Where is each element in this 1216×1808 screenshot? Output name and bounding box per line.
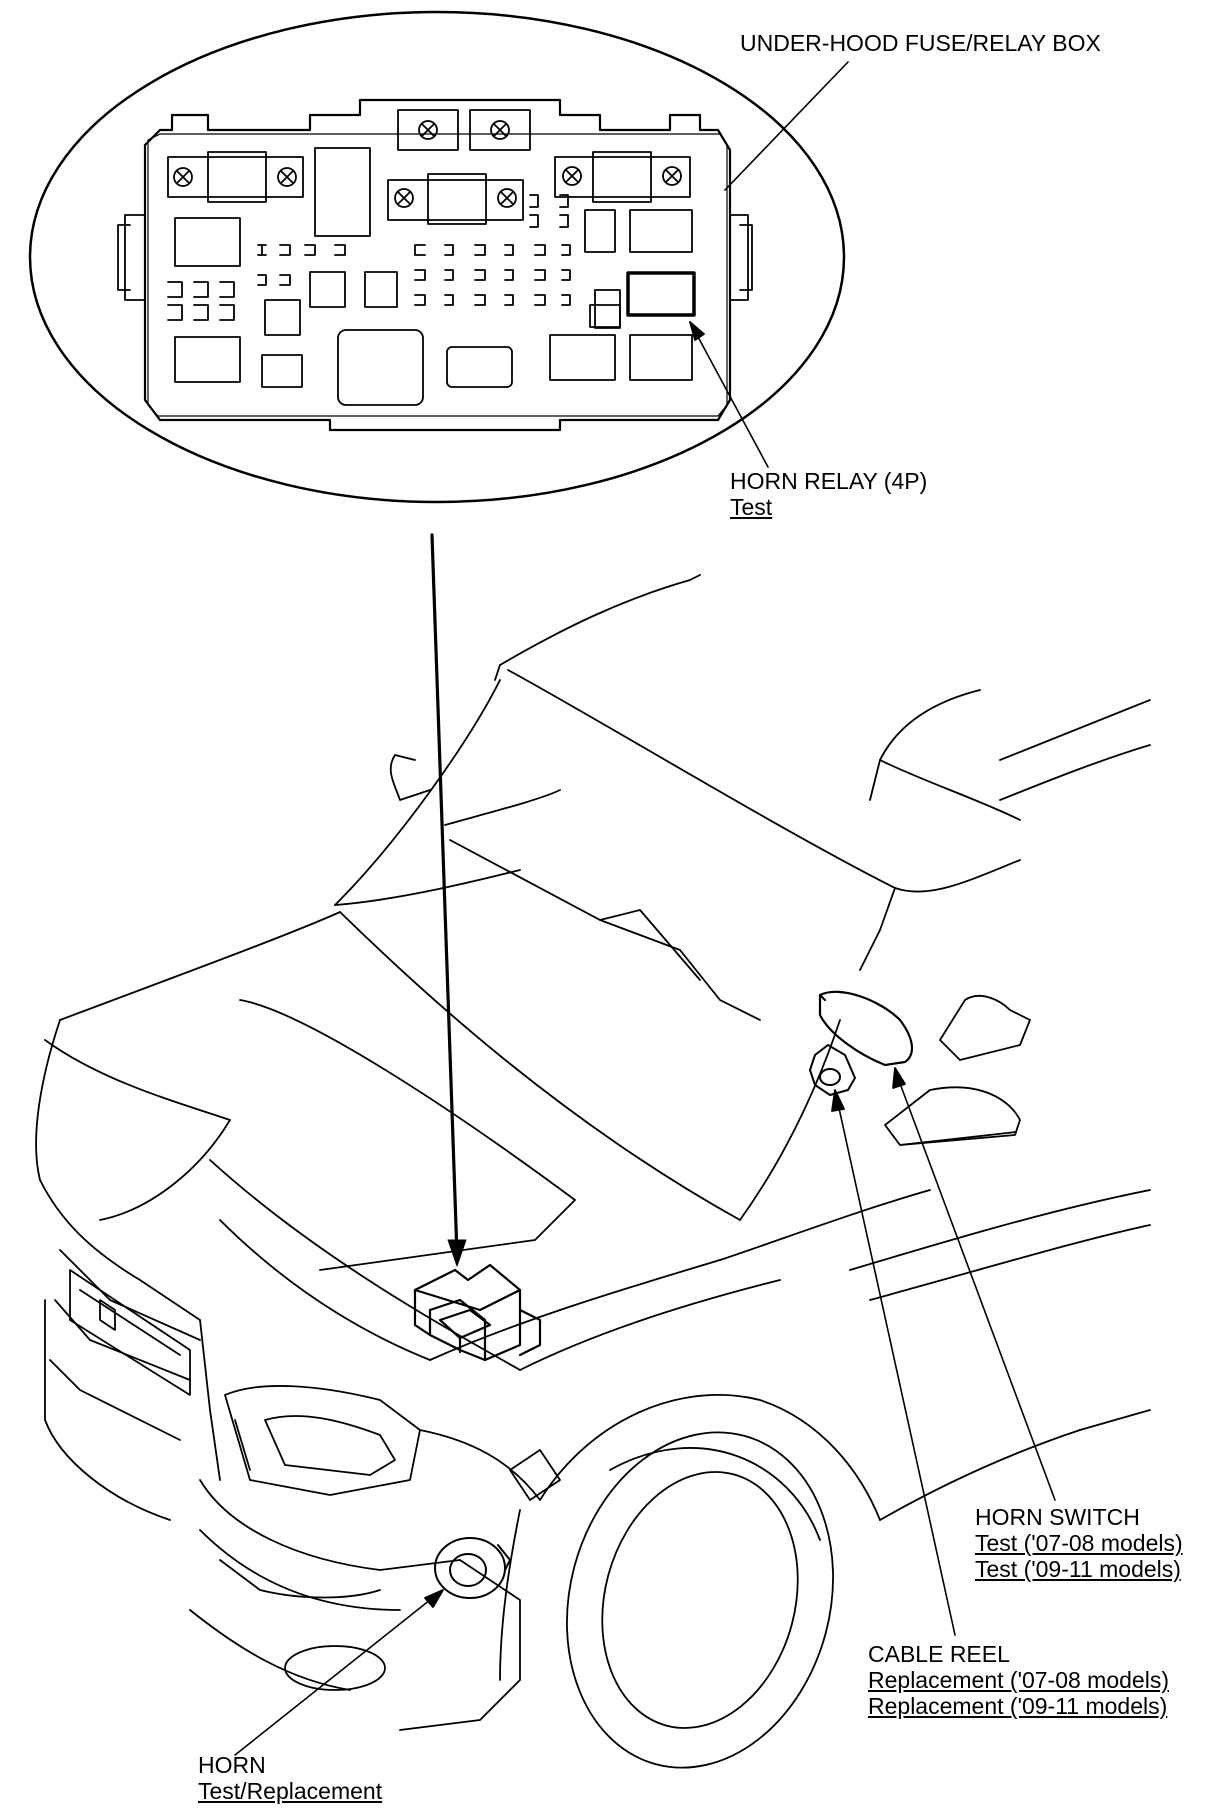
horn-relay-component	[413, 1263, 542, 1362]
horn-switch-test-07-08-link[interactable]: Test ('07-08 models)	[975, 1530, 1183, 1556]
horn-label: HORN Test/Replacement	[198, 1752, 382, 1804]
horn-switch-leader	[894, 1069, 1056, 1501]
fuse-box-leader	[724, 61, 849, 191]
horn-switch-label: HORN SWITCH Test ('07-08 models) Test ('…	[975, 1504, 1183, 1582]
cable-reel-title: CABLE REEL	[868, 1641, 1010, 1667]
horn-switch-test-09-11-link[interactable]: Test ('09-11 models)	[975, 1556, 1181, 1582]
cable-reel-label: CABLE REEL Replacement ('07-08 models) R…	[868, 1641, 1169, 1719]
horn-title: HORN	[198, 1752, 266, 1778]
cable-reel-leader	[834, 1089, 956, 1636]
horn-relay-leader	[689, 321, 769, 468]
horn-switch-component	[818, 990, 913, 1067]
horn-test-replacement-link[interactable]: Test/Replacement	[198, 1778, 383, 1804]
fuse-box-label: UNDER-HOOD FUSE/RELAY BOX	[740, 30, 1101, 56]
horn-switch-title: HORN SWITCH	[975, 1504, 1140, 1530]
horn-leader	[234, 1591, 441, 1756]
fuse-box-detail-view	[28, 10, 846, 504]
fuse-box-title: UNDER-HOOD FUSE/RELAY BOX	[740, 30, 1101, 56]
horn-relay-label: HORN RELAY (4P) Test	[730, 468, 927, 520]
cable-reel-component	[809, 1044, 856, 1096]
vehicle-outline	[35, 574, 1151, 1769]
fuse-box-to-relay-leader	[430, 533, 459, 1257]
horn-component	[434, 1537, 511, 1599]
horn-relay-test-link[interactable]: Test	[730, 494, 773, 520]
cable-reel-replacement-07-08-link[interactable]: Replacement ('07-08 models)	[868, 1667, 1169, 1693]
cable-reel-replacement-09-11-link[interactable]: Replacement ('09-11 models)	[868, 1693, 1168, 1719]
horn-relay-title: HORN RELAY (4P)	[730, 468, 928, 494]
